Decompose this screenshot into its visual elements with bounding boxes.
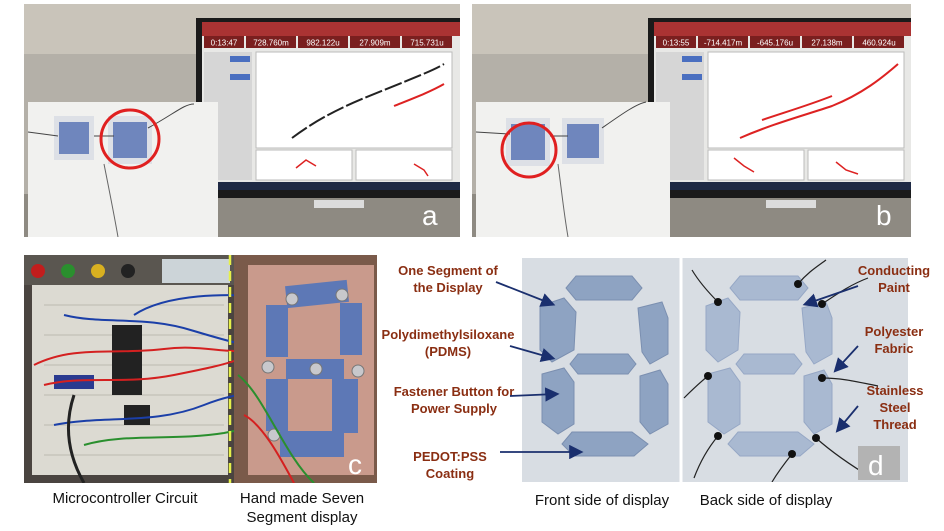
callout-fastener-button: Fastener Button for Power Supply (393, 384, 515, 416)
readout-b-4: 460.924u (862, 39, 895, 48)
readout-b-3: 27.138m (811, 39, 842, 48)
highlight-circle-b (500, 121, 558, 179)
readout-a-4: 715.731u (410, 39, 443, 48)
callout-stainless-thread: Stainless Steel Thread (866, 383, 924, 432)
readout-b-2: -645.176u (757, 39, 793, 48)
readout-a-1: 728.760m (253, 39, 289, 48)
caption-front-side: Front side of display (534, 492, 670, 509)
lab-setup-photo-a: 0:13:47 728.760m 982.122u 27.909m 715.73… (24, 4, 460, 237)
callout-pedot-pss: PEDOT:PSS Coating (413, 449, 487, 481)
caption-back-side: Back side of display (699, 492, 833, 509)
callout-one-segment: One Segment of the Display (398, 263, 498, 295)
panel-letter-b: b (876, 200, 892, 231)
circuit-and-display-photo (24, 255, 377, 483)
photo-panel-b: 0:13:55 -714.417m -645.176u 27.138m 460.… (472, 4, 911, 237)
panel-letter-a: a (422, 200, 438, 231)
readout-a-0: 0:13:47 (211, 39, 238, 48)
highlight-circle-a (99, 108, 161, 170)
panel-letter-d: d (868, 450, 884, 481)
readout-a-3: 27.909m (359, 39, 390, 48)
readout-b-0: 0:13:55 (663, 39, 690, 48)
readout-a-2: 982.122u (306, 39, 339, 48)
panel-letter-c: c (348, 449, 362, 480)
readout-b-1: -714.417m (704, 39, 743, 48)
callout-conducting-paint: Conducting Paint (857, 263, 931, 295)
lab-setup-photo-b: 0:13:55 -714.417m -645.176u 27.138m 460.… (472, 4, 911, 237)
caption-handmade-display: Hand made Seven Segment display (239, 490, 365, 526)
photo-panel-c: c (24, 255, 377, 483)
caption-microcontroller: Microcontroller Circuit (52, 490, 198, 507)
callout-pdms: Polydimethylsiloxane (PDMS) (381, 327, 515, 359)
photo-panel-a: 0:13:47 728.760m 982.122u 27.909m 715.73… (24, 4, 460, 237)
callout-polyester-fabric: Polyester Fabric (864, 324, 924, 356)
